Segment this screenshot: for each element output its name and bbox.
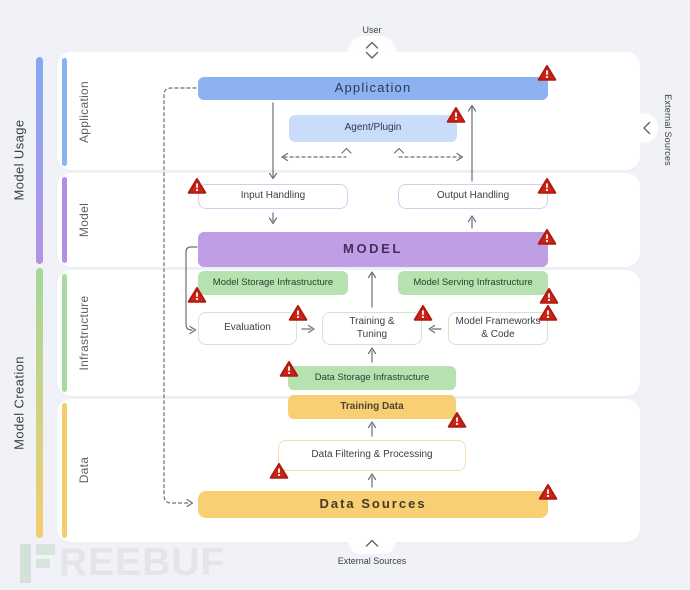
user-label: User bbox=[362, 25, 382, 35]
warning-icon bbox=[447, 411, 467, 429]
data-storage-node: Data Storage Infrastructure bbox=[288, 366, 456, 390]
freebuf-logo-f-icon bbox=[36, 544, 55, 568]
model-creation-rail bbox=[36, 268, 43, 538]
infrastructure-rail bbox=[62, 274, 67, 392]
model-node: MODEL bbox=[198, 232, 548, 267]
warning-icon bbox=[537, 177, 557, 195]
external-sources-connector-tab-bottom bbox=[348, 528, 396, 554]
warning-icon bbox=[413, 304, 433, 322]
data-sources-node: Data Sources bbox=[198, 491, 548, 518]
freebuf-logo: REEBUF bbox=[20, 541, 226, 584]
warning-icon bbox=[187, 177, 207, 195]
application-node: Application bbox=[198, 77, 548, 100]
model-usage-rail bbox=[36, 57, 43, 264]
model-storage-node: Model Storage Infrastructure bbox=[198, 271, 348, 295]
warning-icon bbox=[187, 286, 207, 304]
warning-icon bbox=[279, 360, 299, 378]
training-data-node: Training Data bbox=[288, 395, 456, 419]
warning-icon bbox=[537, 228, 557, 246]
output-handling-node: Output Handling bbox=[398, 184, 548, 209]
warning-icon bbox=[537, 64, 557, 82]
application-rail bbox=[62, 58, 67, 166]
freebuf-logo-bar bbox=[20, 544, 31, 583]
model-frameworks-node: Model Frameworks & Code bbox=[448, 312, 548, 345]
warning-icon bbox=[539, 287, 559, 305]
warning-icon bbox=[538, 483, 558, 501]
training-tuning-node: Training & Tuning bbox=[322, 312, 422, 345]
data-rail bbox=[62, 403, 67, 538]
external-sources-bottom-label: External Sources bbox=[337, 556, 407, 566]
data-filtering-node: Data Filtering & Processing bbox=[278, 440, 466, 471]
warning-icon bbox=[538, 304, 558, 322]
model-rail bbox=[62, 177, 67, 263]
warning-icon bbox=[269, 462, 289, 480]
evaluation-node: Evaluation bbox=[198, 312, 297, 345]
input-handling-node: Input Handling bbox=[198, 184, 348, 209]
warning-icon bbox=[446, 106, 466, 124]
external-sources-connector-tab-right bbox=[632, 113, 658, 143]
freebuf-logo-text: REEBUF bbox=[59, 541, 226, 584]
agent-plugin-node: Agent/Plugin bbox=[289, 115, 457, 142]
model-serving-node: Model Serving Infrastructure bbox=[398, 271, 548, 295]
warning-icon bbox=[288, 304, 308, 322]
